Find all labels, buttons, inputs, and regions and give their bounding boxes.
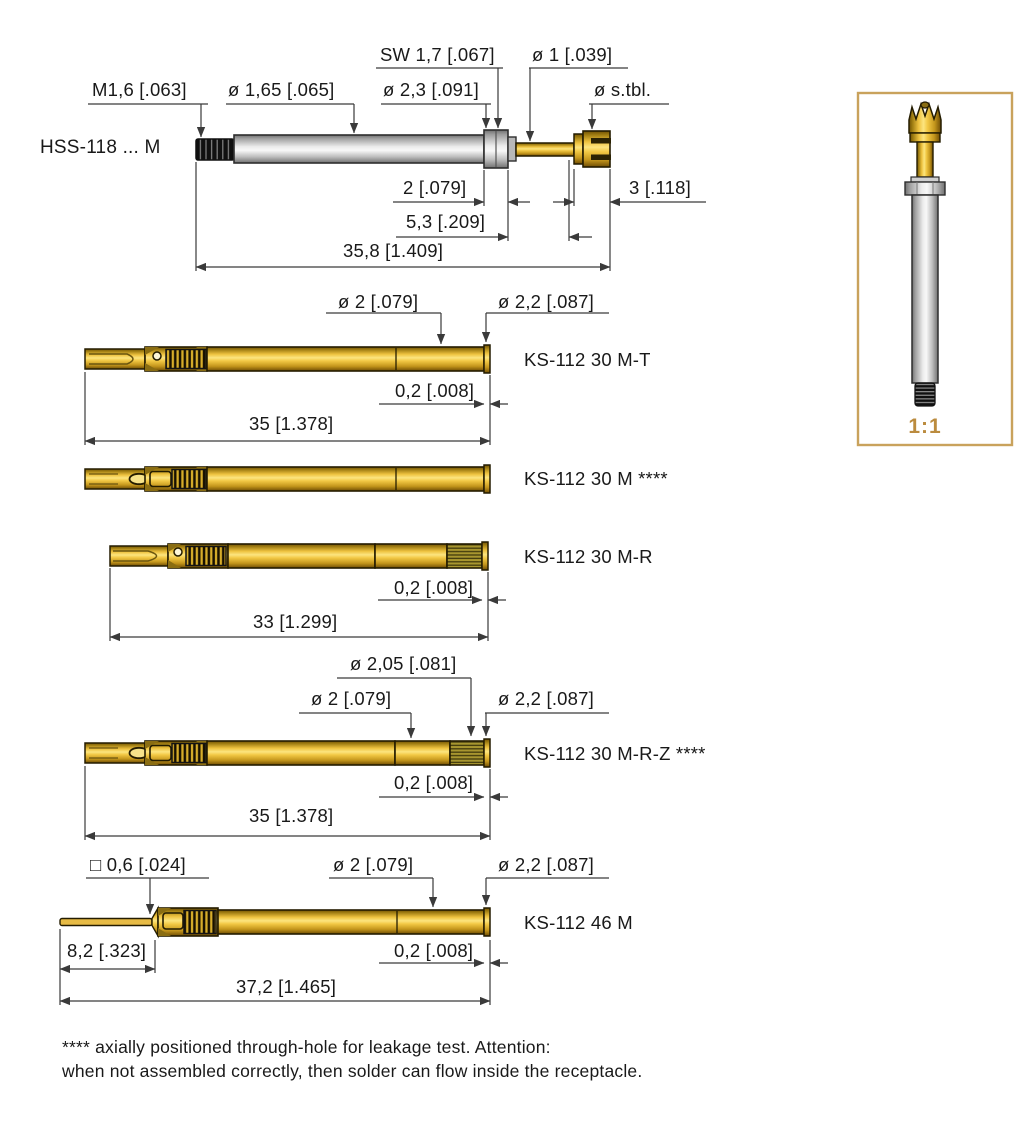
mounting-collar bbox=[483, 907, 491, 937]
spring-section bbox=[183, 909, 217, 935]
dim-label-sq06-46m: □ 0,6 [.024] bbox=[90, 854, 186, 875]
receptacle-drawing-hss-118 bbox=[88, 67, 706, 272]
part-label-ks-112-30-m-r: KS-112 30 M-R bbox=[524, 546, 653, 567]
part-label-ks-112-30-m: KS-112 30 M **** bbox=[524, 468, 668, 489]
square-pin-tip bbox=[59, 917, 153, 927]
knurled-section bbox=[449, 740, 485, 766]
probe-barrel bbox=[206, 466, 485, 492]
probe-barrel bbox=[227, 543, 376, 569]
thread-end bbox=[914, 382, 936, 407]
dim-label-d22-mt: ø 2,2 [.087] bbox=[498, 291, 594, 312]
part-label-hss-118: HSS-118 ... M bbox=[40, 137, 161, 158]
dim-label-d205-mrz: ø 2,05 [.081] bbox=[350, 653, 457, 674]
footnote-line-1: **** axially positioned through-hole for… bbox=[62, 1037, 551, 1057]
spring-section bbox=[171, 742, 207, 764]
retention-hole bbox=[173, 547, 183, 557]
dim-label-53: 5,3 [.209] bbox=[406, 211, 486, 232]
contact-shaft bbox=[515, 142, 575, 157]
mounting-collar bbox=[483, 464, 491, 494]
dim-label-m16: M1,6 [.063] bbox=[92, 79, 187, 100]
dim-label-d1: ø 1 [.039] bbox=[532, 44, 613, 65]
probe-drawing-ks-112-30-m bbox=[84, 464, 491, 494]
press-ring-section bbox=[394, 740, 451, 766]
probe-barrel bbox=[217, 909, 485, 935]
receptacle-barrel bbox=[233, 134, 485, 164]
spring-section bbox=[185, 545, 227, 567]
dim-label-35-mt: 35 [1.378] bbox=[249, 413, 334, 434]
dim-label-33-mr: 33 [1.299] bbox=[253, 611, 338, 632]
probe-drawing-ks-112-30-m-t bbox=[84, 312, 609, 446]
dim-label-sw17: SW 1,7 [.067] bbox=[380, 44, 495, 65]
dim-label-02-mt: 0,2 [.008] bbox=[395, 380, 475, 401]
probe-drawing-ks-112-46-m bbox=[59, 877, 609, 1006]
thread-m16 bbox=[195, 138, 235, 161]
dim-label-dstbl: ø s.tbl. bbox=[594, 79, 652, 100]
knurled-section bbox=[446, 543, 483, 569]
scale-ratio-label: 1:1 bbox=[908, 415, 942, 438]
spring-section bbox=[165, 348, 207, 370]
mounting-collar bbox=[483, 738, 491, 768]
probe-tip bbox=[84, 348, 146, 370]
dim-label-02-mr: 0,2 [.008] bbox=[394, 577, 474, 598]
plunger-shaft bbox=[916, 141, 934, 178]
dim-label-d2-46m: ø 2 [.079] bbox=[333, 854, 414, 875]
mounting-collar bbox=[483, 344, 491, 374]
footnote-line-2: when not assembled correctly, then solde… bbox=[62, 1061, 643, 1081]
receptacle-body bbox=[911, 194, 939, 384]
dim-label-d2-mt: ø 2 [.079] bbox=[338, 291, 419, 312]
hex-nut bbox=[904, 181, 946, 196]
crown-tip bbox=[908, 101, 942, 134]
retention-hole bbox=[152, 351, 162, 361]
dim-label-02-mrz: 0,2 [.008] bbox=[394, 772, 474, 793]
dim-label-02-46m: 0,2 [.008] bbox=[394, 940, 474, 961]
dim-label-d22-46m: ø 2,2 [.087] bbox=[498, 854, 594, 875]
dim-label-d2-mrz: ø 2 [.079] bbox=[311, 688, 392, 709]
spring-section bbox=[171, 468, 207, 490]
probe-tip bbox=[109, 545, 169, 567]
probe-drawing-ks-112-30-m-r bbox=[109, 541, 506, 642]
socket-head bbox=[582, 130, 611, 168]
part-label-ks-112-30-m-r-z: KS-112 30 M-R-Z **** bbox=[524, 743, 706, 764]
part-label-ks-112-30-m-t: KS-112 30 M-T bbox=[524, 349, 651, 370]
probe-barrel bbox=[206, 740, 396, 766]
dim-label-d23: ø 2,3 [.091] bbox=[383, 79, 479, 100]
dim-label-82-46m: 8,2 [.323] bbox=[67, 940, 147, 961]
dim-label-35-mrz: 35 [1.378] bbox=[249, 805, 334, 826]
dim-label-372-46m: 37,2 [1.465] bbox=[236, 976, 337, 997]
dim-label-d165: ø 1,65 [.065] bbox=[228, 79, 335, 100]
part-label-ks-112-46-m: KS-112 46 M bbox=[524, 912, 633, 933]
mounting-collar bbox=[481, 541, 489, 571]
dim-label-2: 2 [.079] bbox=[403, 177, 467, 198]
probe-drawing-ks-112-30-m-r-z bbox=[84, 677, 609, 841]
scale-box bbox=[856, 91, 1014, 447]
dim-label-3: 3 [.118] bbox=[629, 177, 691, 198]
dim-label-358: 35,8 [1.409] bbox=[343, 240, 444, 261]
probe-barrel bbox=[206, 346, 485, 372]
dim-label-d22-mrz: ø 2,2 [.087] bbox=[498, 688, 594, 709]
